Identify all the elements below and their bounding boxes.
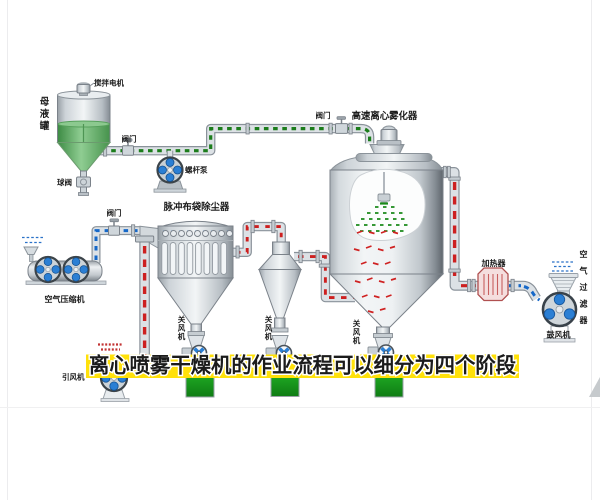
air-valve (108, 218, 120, 236)
pipe-flanges (103, 122, 515, 293)
tower-cutaway (349, 168, 426, 241)
label-airlock-dc: 关风机 (178, 314, 186, 341)
label-screw-pump: 螺杆泵 (185, 165, 208, 175)
label-heater: 加热器 (481, 258, 507, 268)
feed-valve (122, 138, 134, 156)
screw-pump (153, 156, 187, 193)
bin-tower (374, 377, 404, 398)
cyclone-separator (257, 241, 303, 333)
watermark-marks (98, 343, 123, 351)
label-valve-feed: 阀门 (122, 134, 137, 144)
subtitle-highlight (86, 354, 519, 378)
label-airlock-cyclone: 关风机 (265, 314, 273, 341)
label-blower: 鼓风机 (547, 330, 571, 340)
pipes (91, 123, 541, 365)
label-compressor: 空气压缩机 (45, 294, 85, 304)
label-tank: 母液罐 (39, 97, 50, 132)
corner-triangle (589, 377, 600, 397)
bin-cyclone (270, 377, 300, 397)
heater (477, 267, 509, 302)
air-compressor (22, 236, 107, 285)
bin-dc (185, 377, 215, 398)
ball-valve (76, 170, 91, 196)
collection-bins (185, 377, 404, 398)
label-induced-fan: 引风机 (62, 372, 85, 382)
label-ball-valve: 球阀 (57, 177, 72, 187)
air-filter (548, 261, 579, 298)
label-stir-motor: 搅拌电机 (94, 78, 124, 88)
label-dust-collector: 脉冲布袋除尘器 (163, 201, 230, 212)
label-valve-air: 阀门 (107, 208, 122, 218)
airlock-dc (181, 335, 208, 362)
drying-tower (328, 144, 445, 338)
filter-bags (161, 242, 227, 275)
compressor-fan-2 (62, 255, 90, 284)
mother-liquor-tank (56, 82, 112, 196)
stirrer-motor (76, 82, 95, 96)
valves (108, 116, 348, 236)
pulse-valves (162, 230, 233, 237)
labels: 母液罐 搅拌电机 球阀 阀门 螺杆泵 阀门 高速离心雾化器 脉冲布袋除尘器 空气… (39, 78, 589, 382)
compressor-fan-1 (34, 255, 62, 284)
intake-funnel (23, 246, 39, 255)
label-valve-top: 阀门 (316, 110, 331, 120)
subtitle-text: 离心喷雾干燥机的作业流程可以细分为四个阶段 (89, 354, 516, 378)
label-air-filter: 空气过滤器 (579, 249, 589, 325)
subtitle: 离心喷雾干燥机的作业流程可以细分为四个阶段 (86, 352, 519, 379)
blower (541, 291, 578, 343)
hot-air-marks (353, 230, 399, 314)
label-atomizer: 高速离心雾化器 (352, 110, 418, 121)
label-airlock-tower: 关风机 (353, 318, 361, 345)
dust-collector (157, 220, 234, 336)
atomizer-motor (376, 125, 402, 146)
top-valve (335, 116, 348, 134)
